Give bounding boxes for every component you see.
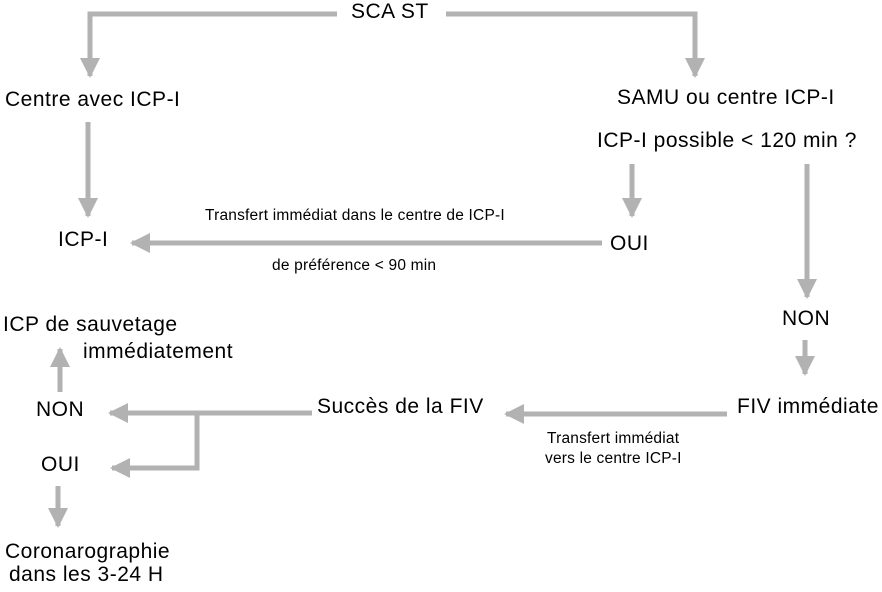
node-fiv-immediate: FIV immédiate <box>737 395 879 418</box>
edge-label-transfert-centre-line2: de préférence < 90 min <box>272 257 437 274</box>
node-centre-avec-icp: Centre avec ICP-I <box>5 88 181 111</box>
node-coronarographie-line1: Coronarographie <box>5 540 171 563</box>
node-sca-st: SCA ST <box>351 0 429 23</box>
node-icp-sauvetage-line1: ICP de sauvetage <box>3 313 178 336</box>
node-icp-sauvetage-line2: immédiatement <box>83 340 234 363</box>
node-non-transfert: NON <box>782 307 831 330</box>
node-succes-fiv: Succès de la FIV <box>317 395 484 418</box>
arrow-sca-to-samu <box>446 11 705 78</box>
node-samu: SAMU ou centre ICP-I <box>617 86 835 109</box>
node-non-succes: NON <box>36 398 85 421</box>
arrow-sca-to-centre <box>80 11 337 78</box>
node-icp-possible-question: ICP-I possible < 120 min ? <box>597 129 857 152</box>
edge-label-transfert-fiv-line2: vers le centre ICP-I <box>545 450 682 467</box>
edge-label-transfert-fiv-line1: Transfert immédiat <box>547 430 680 447</box>
node-icp-i: ICP-I <box>58 228 109 251</box>
arrow-succes-to-oui <box>110 413 200 478</box>
node-oui-transfert: OUI <box>610 232 649 255</box>
edge-label-transfert-centre-line1: Transfert immédiat dans le centre de ICP… <box>205 207 505 224</box>
node-oui-succes: OUI <box>41 453 80 476</box>
node-coronarographie-line2: dans les 3-24 H <box>9 563 164 586</box>
